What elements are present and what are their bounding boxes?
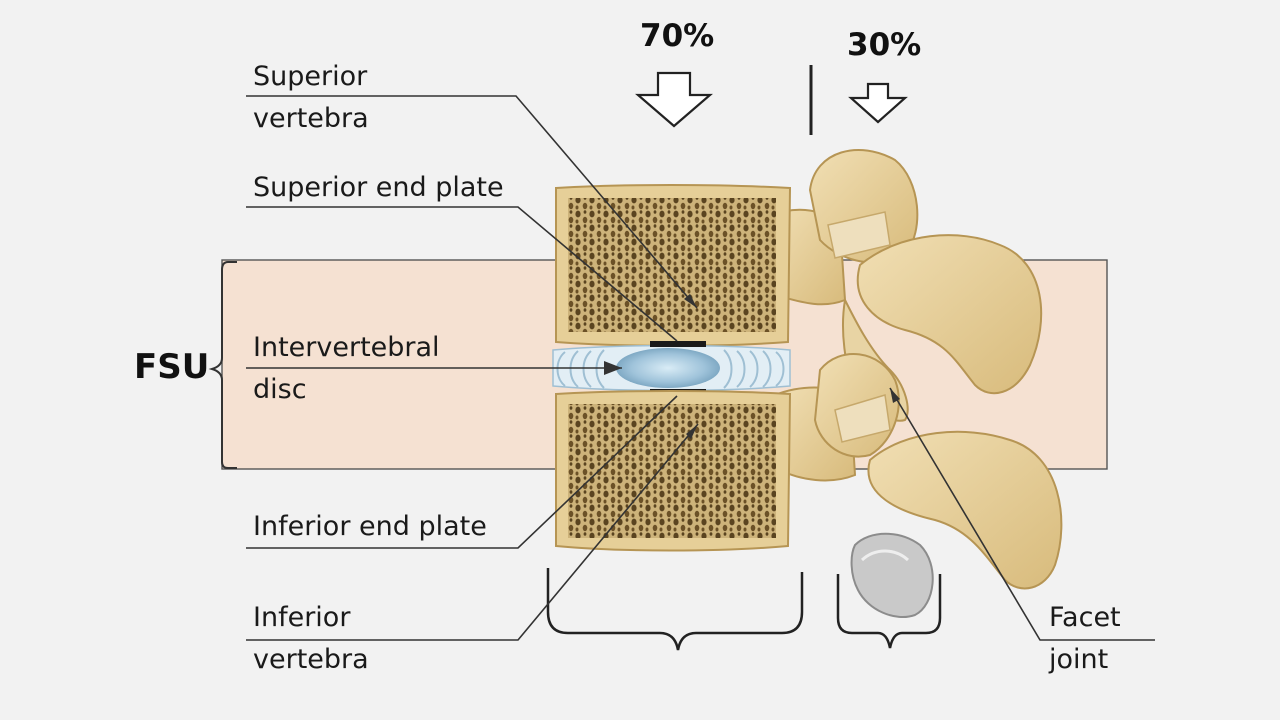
leader-inferior-vertebra xyxy=(246,423,699,641)
fsu-brace xyxy=(208,261,237,469)
superior-end-plate xyxy=(650,341,706,347)
label-facet-joint-line1: Facet xyxy=(1049,602,1121,633)
label-inferior-vertebra-line2: vertebra xyxy=(253,644,369,675)
label-superior-vertebra-line1: Superior xyxy=(253,61,368,92)
label-intervertebral-disc-line2: disc xyxy=(253,374,307,405)
label-superior-end-plate: Superior end plate xyxy=(253,172,504,203)
posterior-load-percent: 30% xyxy=(847,27,922,63)
leader-superior-vertebra xyxy=(246,95,698,309)
leader-inferior-end-plate xyxy=(246,395,678,549)
label-facet-joint-line2: joint xyxy=(1049,644,1109,675)
inferior-vertebral-body xyxy=(555,390,792,552)
posterior-load-arrow xyxy=(848,82,908,124)
label-intervertebral-disc-line1: Intervertebral xyxy=(253,332,440,363)
label-superior-vertebra-line2: vertebra xyxy=(253,103,369,134)
fsu-label: FSU xyxy=(134,347,210,387)
superior-vertebral-body xyxy=(555,184,792,347)
posterior-brace xyxy=(836,574,942,649)
posterior-elements xyxy=(768,149,1063,618)
label-inferior-vertebra-line1: Inferior xyxy=(253,602,351,633)
leader-facet-joint xyxy=(889,387,1155,641)
leader-superior-end-plate xyxy=(246,206,678,342)
label-inferior-end-plate: Inferior end plate xyxy=(253,511,487,542)
anterior-load-percent: 70% xyxy=(640,18,715,54)
anterior-brace xyxy=(546,568,804,651)
intervertebral-disc xyxy=(552,344,791,392)
anterior-load-arrow xyxy=(635,71,713,128)
